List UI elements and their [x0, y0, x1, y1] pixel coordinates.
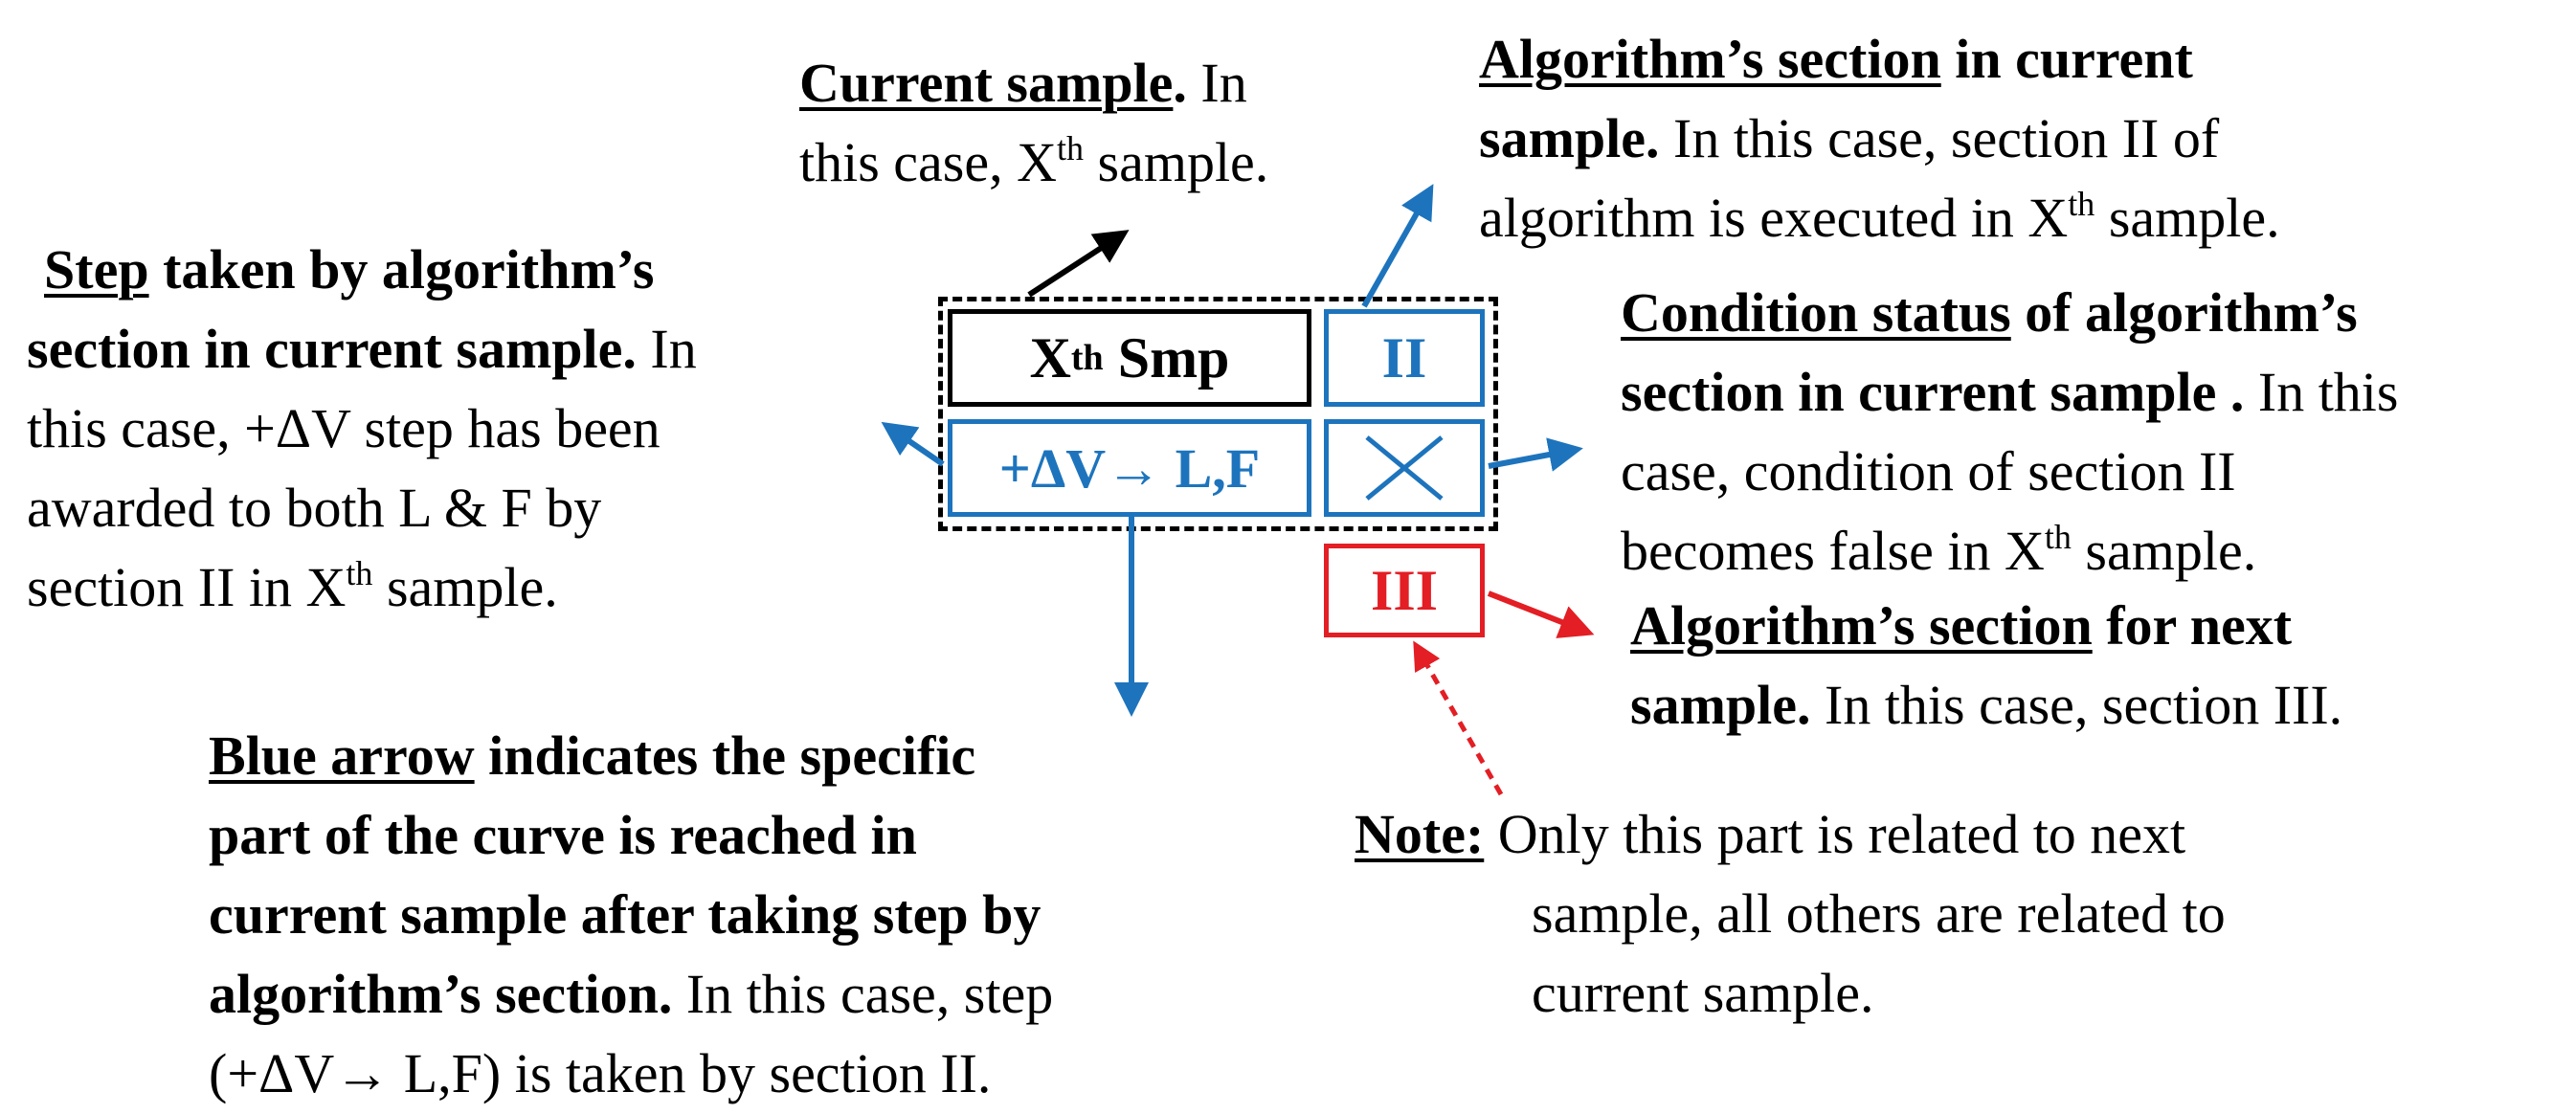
condition-line1: Condition status of algorithm’s: [1621, 273, 2399, 352]
step-line2-rest: In: [636, 318, 697, 380]
blue-arrow-line4-rest: In this case, step: [672, 963, 1054, 1025]
current-sample-annotation: Current sample. In this case, Xth sample…: [799, 43, 1268, 202]
next-section-box: III: [1324, 544, 1485, 637]
current-sample-text2: this case, X: [799, 131, 1057, 193]
next-section-arrow: [1487, 590, 1595, 638]
note-line1-rest: Only this part is related to next: [1484, 803, 2186, 865]
blue-arrow-line3-text: current sample after taking step by: [209, 883, 1042, 946]
algorithm-section-line2-bold: sample.: [1479, 107, 1660, 169]
section-box: II: [1324, 309, 1485, 407]
step-title: Step: [44, 238, 149, 301]
condition-line4: becomes false in Xth sample.: [1621, 511, 2399, 590]
algorithm-section-line2-rest: In this case, section II of: [1659, 107, 2220, 169]
step-line2: section in current sample. In: [27, 309, 697, 389]
condition-line3: case, condition of section II: [1621, 440, 2236, 502]
blue-arrow-line2-text: part of the curve is reached in: [209, 804, 917, 866]
algorithm-section-line3-pre: algorithm is executed in X: [1479, 187, 2069, 249]
algorithm-section-title-rest: in current: [1940, 28, 2193, 90]
step-sup: th: [346, 554, 373, 592]
step-line5-pre: section II in X: [27, 556, 347, 618]
step-annotation: Step taken by algorithm’s section in cur…: [27, 230, 697, 627]
algorithm-section-annotation: Algorithm’s section in current sample. I…: [1479, 19, 2280, 257]
current-sample-arrow: [1027, 230, 1130, 298]
next-section-line1: Algorithm’s section for next: [1630, 586, 2342, 665]
note-line3: current sample.: [1532, 962, 1874, 1024]
condition-sup: th: [2044, 518, 2072, 556]
condition-status-annotation: Condition status of algorithm’s section …: [1621, 273, 2399, 590]
condition-title-rest: of algorithm’s: [2010, 281, 2358, 344]
step-title-rest: taken by algorithm’s: [148, 238, 655, 301]
section-arrow: [1361, 184, 1434, 308]
blue-arrow-line3: current sample after taking step by: [209, 875, 1053, 954]
current-sample-title-end: .: [1173, 52, 1187, 114]
next-section-annotation: Algorithm’s section for next sample. In …: [1630, 586, 2342, 745]
current-sample-title: Current sample: [799, 52, 1174, 114]
next-section-box-label: III: [1370, 558, 1439, 622]
sample-box-smp: Smp: [1103, 325, 1230, 390]
blue-arrow-line1: Blue arrow indicates the specific: [209, 716, 1053, 795]
step-line5-post: sample.: [372, 556, 558, 618]
section-box-label: II: [1381, 325, 1427, 390]
condition-arrow: [1488, 437, 1583, 472]
step-line2-bold: section in current sample.: [27, 318, 637, 380]
next-section-title-rest: for next: [2092, 594, 2293, 657]
current-sample-dashed-group: [938, 297, 1498, 531]
note-line2: sample, all others are related to: [1532, 882, 2226, 945]
cross-icon: [1365, 435, 1444, 501]
step-arrow: [881, 421, 945, 467]
algorithm-section-sup: th: [2068, 185, 2095, 223]
condition-line2: section in current sample . In this: [1621, 352, 2399, 432]
next-section-line2-rest: In this case, section III.: [1810, 674, 2343, 736]
condition-line2-rest: In this: [2244, 361, 2399, 423]
condition-line4-post: sample.: [2071, 520, 2257, 582]
condition-line4-pre: becomes false in X: [1621, 520, 2045, 582]
note-title: Note:: [1355, 803, 1485, 865]
current-sample-text1: In: [1186, 52, 1247, 114]
algorithm-section-title: Algorithm’s section: [1479, 28, 1941, 90]
step-line4: awarded to both L & F by: [27, 477, 602, 539]
note-line1: Note: Only this part is related to next: [1355, 794, 2226, 874]
blue-arrow-title-rest: indicates the specific: [474, 724, 976, 787]
next-section-line2-bold: sample.: [1630, 674, 1811, 736]
blue-arrow-line2: part of the curve is reached in: [209, 795, 1053, 875]
blue-arrow-line4-bold: algorithm’s section.: [209, 963, 673, 1025]
next-section-line2: sample. In this case, section III.: [1630, 665, 2342, 745]
current-sample-line1: Current sample. In: [799, 43, 1268, 123]
condition-box: [1324, 419, 1485, 517]
algorithm-section-line3: algorithm is executed in Xth sample.: [1479, 178, 2280, 257]
blue-arrow-annotation: Blue arrow indicates the specific part o…: [209, 716, 1053, 1113]
sample-box-x: X: [1029, 325, 1071, 390]
step-box: +ΔV→ L,F: [948, 419, 1311, 517]
blue-arrow-title: Blue arrow: [209, 724, 475, 787]
step-line3: this case, +ΔV step has been: [27, 397, 661, 459]
blue-arrow-line5: (+ΔV→ L,F) is taken by section II.: [209, 1042, 992, 1104]
condition-title: Condition status: [1621, 281, 2011, 344]
current-sample-text2-post: sample.: [1084, 131, 1269, 193]
step-line5: section II in Xth sample.: [27, 547, 697, 627]
note-annotation: Note: Only this part is related to next …: [1355, 794, 2226, 1033]
note-arrow: [1413, 640, 1504, 796]
algorithm-section-line1: Algorithm’s section in current: [1479, 19, 2280, 99]
algorithm-section-line3-post: sample.: [2094, 187, 2280, 249]
step-line1: Step taken by algorithm’s: [27, 230, 697, 309]
next-section-title: Algorithm’s section: [1630, 594, 2093, 657]
current-sample-sup: th: [1057, 129, 1085, 167]
blue-arrow-line4: algorithm’s section. In this case, step: [209, 954, 1053, 1034]
current-sample-line2: this case, Xth sample.: [799, 123, 1268, 202]
algorithm-section-line2: sample. In this case, section II of: [1479, 99, 2280, 178]
step-box-label: +ΔV→ L,F: [998, 436, 1261, 500]
condition-line2-bold: section in current sample .: [1621, 361, 2245, 423]
